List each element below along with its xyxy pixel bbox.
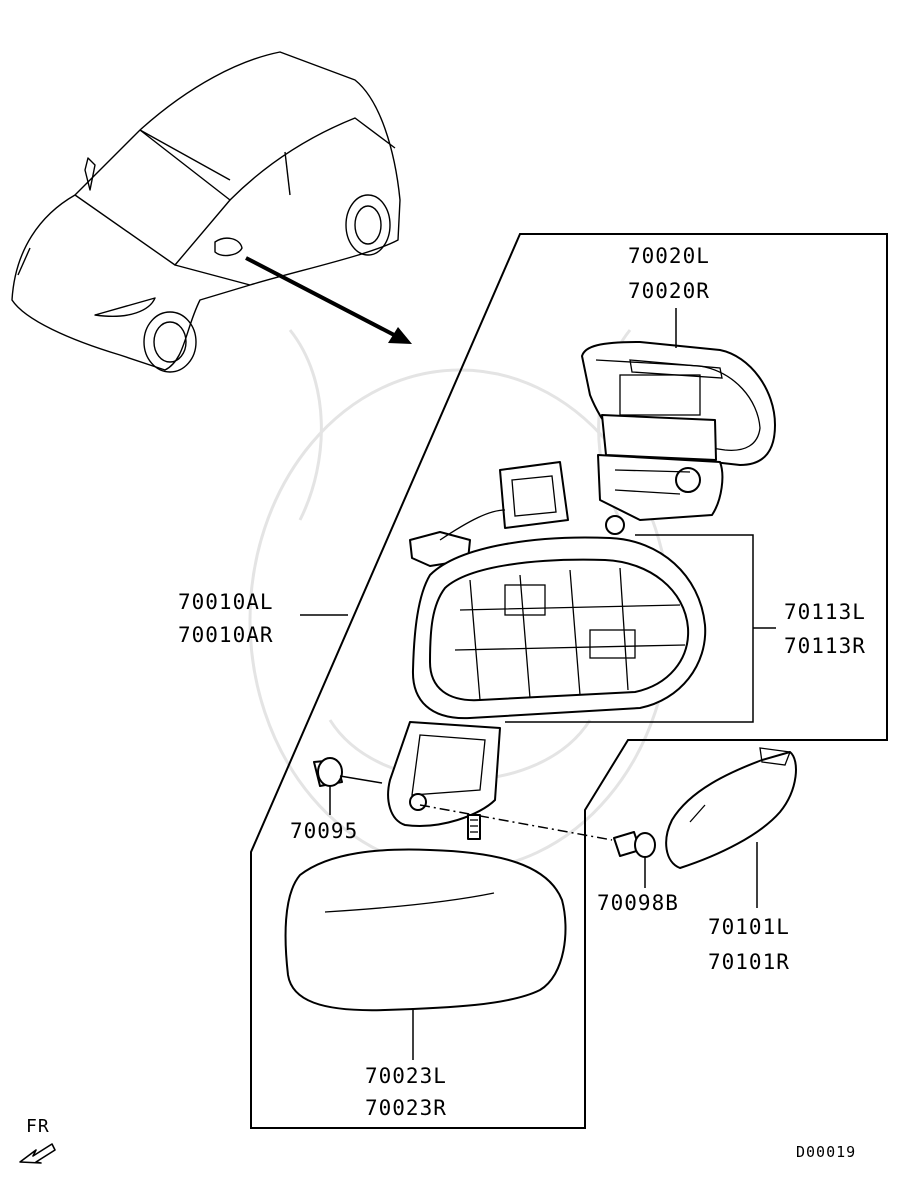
bolt-70098b (613, 831, 656, 858)
label-70095: 70095 (290, 819, 359, 843)
label-70020r: 70020R (628, 279, 710, 303)
side-turn-lamp-70101 (665, 747, 797, 869)
label-70020l: 70020L (628, 244, 710, 268)
label-70101l: 70101L (708, 915, 790, 939)
pointer-arrow (245, 256, 412, 344)
front-direction-arrow-icon (19, 1143, 56, 1164)
label-70113r: 70113R (784, 634, 866, 658)
mirror-base (387, 721, 501, 827)
leader-70095-to-base (339, 775, 383, 784)
vehicle-overview (11, 51, 401, 373)
label-70023l: 70023L (365, 1064, 447, 1088)
label-70098b: 70098B (597, 891, 679, 915)
label-70010ar: 70010AR (178, 623, 274, 647)
center-line-70098b (419, 804, 613, 841)
base-screw (467, 814, 481, 840)
label-70023r: 70023R (365, 1096, 447, 1120)
label-70113l: 70113L (784, 600, 866, 624)
mirror-cover-70023 (284, 848, 567, 1012)
diagram-code: D00019 (796, 1143, 857, 1161)
label-70101r: 70101R (708, 950, 790, 974)
mirror-housing (411, 536, 707, 720)
label-70010al: 70010AL (178, 590, 274, 614)
exploded-view-frame (250, 233, 888, 1129)
clip-70095 (313, 757, 343, 787)
direction-label: FR (26, 1116, 50, 1137)
mirror-actuator (409, 414, 724, 567)
